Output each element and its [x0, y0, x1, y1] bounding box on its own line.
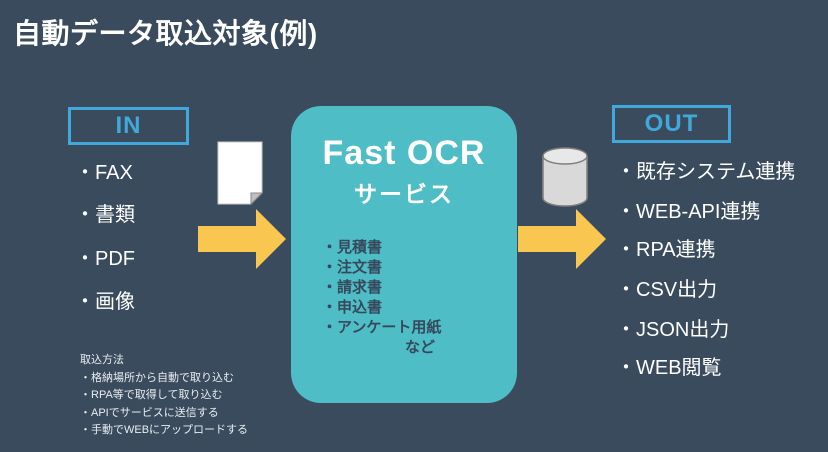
service-document-list: ・見積書 ・注文書 ・請求書 ・申込書 ・アンケート用紙 など [291, 238, 517, 358]
out-label: OUT [644, 110, 699, 137]
out-list-item: ・JSON出力 [616, 319, 730, 341]
service-list-item: ・注文書 [322, 259, 383, 276]
flow-arrow-icon [198, 209, 286, 269]
database-cylinder-icon [541, 146, 589, 208]
in-label: IN [115, 112, 142, 139]
service-list-item: ・申込書 [322, 299, 383, 316]
import-methods-item: ・格納場所から自動で取り込む [80, 371, 234, 384]
import-methods-item: ・APIでサービスに送信する [80, 406, 219, 419]
in-list-item: ・FAX [75, 162, 133, 184]
service-list-item: ・見積書 [322, 239, 383, 256]
flow-arrow-icon [518, 209, 606, 269]
in-list-item: ・画像 [75, 291, 135, 313]
in-list-item: ・PDF [75, 248, 135, 270]
out-list-item: ・WEB閲覧 [616, 357, 722, 379]
in-label-box: IN [68, 107, 189, 145]
out-list-item: ・既存システム連携 [616, 161, 796, 183]
out-label-box: OUT [612, 105, 731, 143]
service-list-item: ・請求書 [322, 279, 383, 296]
service-subtitle: サービス [354, 181, 454, 207]
import-methods-item: ・RPA等で取得して取り込む [80, 389, 223, 401]
service-panel: Fast OCR サービス ・見積書 ・注文書 ・請求書 ・申込書 ・アンケート… [291, 106, 517, 403]
out-list-item: ・WEB-API連携 [616, 201, 761, 223]
service-title: Fast OCR [322, 134, 486, 172]
import-methods-note: 取込方法 ・格納場所から自動で取り込む ・RPA等で取得して取り込む ・APIで… [80, 352, 248, 440]
service-list-suffix: など [405, 339, 436, 356]
document-icon [217, 141, 264, 206]
out-list-item: ・CSV出力 [616, 279, 718, 301]
import-methods-heading: 取込方法 [80, 354, 124, 366]
import-methods-item: ・手動でWEBにアップロードする [80, 424, 249, 436]
slide-title: 自動データ取込対象(例) [13, 18, 318, 49]
out-list-item: ・RPA連携 [616, 239, 716, 261]
service-list-item: ・アンケート用紙 [322, 319, 442, 336]
in-list-item: ・書類 [75, 204, 135, 226]
